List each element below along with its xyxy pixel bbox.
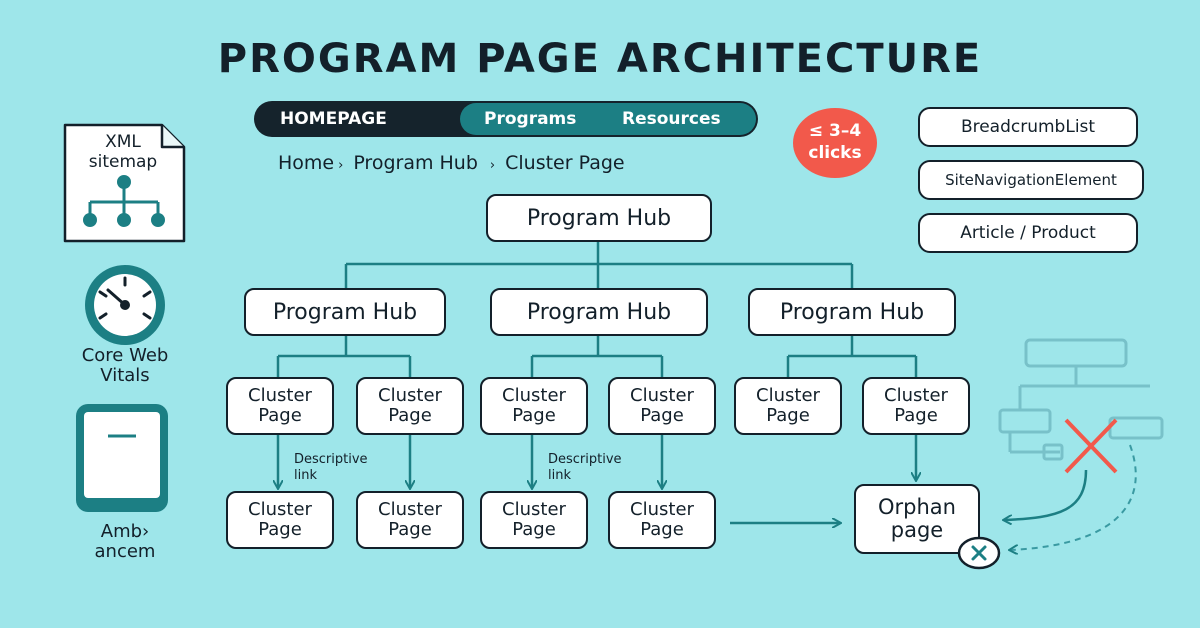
nav-homepage[interactable]: HOMEPAGE [280,109,387,129]
nav-programs[interactable]: Programs [484,109,577,129]
breadcrumb-cluster-page[interactable]: Cluster Page [505,152,625,174]
schema-breadcrumblist: BreadcrumbList [918,107,1138,147]
gauge-icon [85,265,165,345]
clicks-badge-value: ≤ 3–4 [808,121,862,141]
schema-article-product: Article / Product [918,213,1138,253]
page-title: PROGRAM PAGE ARCHITECTURE [217,36,983,82]
breadcrumb: Home›Program Hub›Cluster Page [278,152,625,174]
schema-sitenavigationelement: SiteNavigationElement [918,160,1144,200]
mobile-phone-icon [76,404,168,512]
root-program-hub[interactable]: Program Hub [486,194,712,242]
nav-teal-segment: Programs Resources [460,103,756,135]
program-hub-1[interactable]: Program Hub [244,288,446,336]
clicks-badge-label: clicks [808,143,862,163]
core-web-vitals-label: Core Web Vitals [81,345,169,386]
program-hub-3[interactable]: Program Hub [748,288,956,336]
nav-resources[interactable]: Resources [622,109,721,129]
broken-link-icon [1064,418,1118,474]
clicks-badge: ≤ 3–4 clicks [793,108,877,178]
program-hub-2[interactable]: Program Hub [490,288,708,336]
breadcrumb-home[interactable]: Home [278,152,335,174]
sitemap-label: XML sitemap [88,132,158,172]
mobile-label: Amb› ancem [94,521,156,562]
breadcrumb-separator: › [489,158,496,173]
xml-sitemap-icon [63,123,186,243]
breadcrumb-separator: › [338,158,344,173]
close-icon[interactable] [956,536,1002,570]
nav-bar: HOMEPAGE Programs Resources [254,101,758,137]
breadcrumb-program-hub[interactable]: Program Hub [353,152,478,174]
